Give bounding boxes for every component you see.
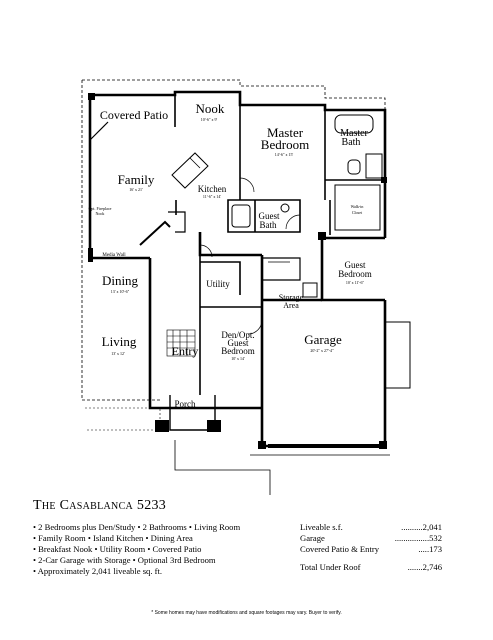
room-label-entry: Entry — [172, 344, 199, 358]
room-dims-kitchen: 11'-6" x 14' — [203, 194, 222, 199]
stat-row-liveable: Liveable s.f. ..........2,041 — [300, 522, 442, 533]
room-label-guest-bedroom-2: Bedroom — [338, 269, 372, 279]
stat-value: 2,746 — [422, 562, 442, 572]
room-label-master-bath: Master — [340, 128, 368, 139]
room-label-storage: Storage — [279, 293, 304, 302]
room-dims-den: 10' x 14' — [231, 356, 245, 361]
room-label-covered-patio: Covered Patio — [100, 108, 168, 122]
stat-leader: ............... — [394, 533, 427, 543]
stat-leader: ....... — [407, 562, 423, 572]
feature-item: • Approximately 2,041 liveable sq. ft. — [33, 566, 163, 576]
title-name: Casablanca — [59, 498, 134, 513]
room-label-closet: Walk-in — [351, 204, 364, 209]
stat-value: .532 — [426, 533, 442, 543]
room-label-kitchen: Kitchen — [198, 184, 227, 194]
room-label-den-3: Bedroom — [221, 346, 255, 356]
room-label-media-wall: Media Wall — [102, 253, 126, 258]
room-label-dining: Dining — [102, 273, 139, 288]
stat-label: Liveable s.f. — [300, 522, 343, 532]
floor-plan: Covered Patio Nook 10'-6" x 9' Master Be… — [81, 79, 411, 495]
room-label-guest-bedroom: Guest — [345, 260, 366, 270]
title-number: 5233 — [136, 498, 167, 513]
room-label-den: Den/Opt. — [221, 330, 254, 340]
room-label-family: Family — [118, 172, 155, 187]
room-label-closet-2: Closet — [352, 210, 363, 215]
footnote: * Some homes may have modifications and … — [151, 610, 342, 616]
room-dims-nook: 10'-6" x 9' — [201, 117, 218, 122]
room-dims-guest-bedroom: 10' x 11'-6" — [346, 280, 365, 285]
room-dims-garage: 20'-2" x 27'-4" — [310, 348, 334, 353]
feature-item: • 2-Car Garage with Storage • Optional 3… — [33, 555, 216, 565]
feature-item: • 2 Bedrooms plus Den/Study • 2 Bathroom… — [33, 522, 241, 532]
room-label-storage-2: Area — [283, 301, 299, 310]
room-label-master-bedroom: Master — [267, 125, 304, 140]
room-label-guest-bath-2: Bath — [260, 220, 277, 230]
room-label-living: Living — [102, 334, 137, 349]
room-dims-family: 16' x 21' — [129, 187, 143, 192]
stat-value: .173 — [426, 544, 442, 554]
stat-label: Covered Patio & Entry — [300, 544, 380, 554]
room-dims-living: 13' x 12' — [111, 351, 125, 356]
stat-value: 2,041 — [422, 522, 442, 532]
stat-label: Garage — [300, 533, 325, 543]
stat-leader: .... — [418, 544, 427, 554]
title-prefix: The — [33, 498, 56, 513]
room-label-nook: Nook — [196, 101, 225, 116]
room-label-fireplace: Opt. Fireplace — [89, 206, 112, 211]
room-label-utility: Utility — [206, 279, 230, 289]
stat-row-patio-entry: Covered Patio & Entry .....173 — [300, 544, 442, 555]
room-label-master-bedroom-2: Bedroom — [261, 137, 309, 152]
room-dims-dining: 13' x 10'-6" — [111, 289, 130, 294]
plan-title: The Casablanca 5233 — [33, 498, 166, 514]
room-label-garage: Garage — [304, 332, 342, 347]
room-label-guest-bath: Guest — [259, 211, 280, 221]
room-label-porch: Porch — [175, 399, 196, 409]
feature-item: • Breakfast Nook • Utility Room • Covere… — [33, 544, 202, 554]
stat-label: Total Under Roof — [300, 562, 361, 572]
stat-row-total: Total Under Roof .......2,746 — [300, 562, 442, 573]
stat-row-garage: Garage ................532 — [300, 533, 442, 544]
room-label-master-bath-2: Bath — [342, 137, 361, 148]
room-label-fireplace-2: Nook — [96, 211, 105, 216]
square-footage-table: Liveable s.f. ..........2,041 Garage ...… — [300, 522, 442, 573]
room-label-den-2: Guest — [228, 338, 249, 348]
stat-leader: .......... — [401, 522, 423, 532]
feature-item: • Family Room • Island Kitchen • Dining … — [33, 533, 193, 543]
feature-list: • 2 Bedrooms plus Den/Study • 2 Bathroom… — [33, 522, 240, 577]
room-dims-master-bedroom: 14'-6" x 15' — [275, 152, 294, 157]
